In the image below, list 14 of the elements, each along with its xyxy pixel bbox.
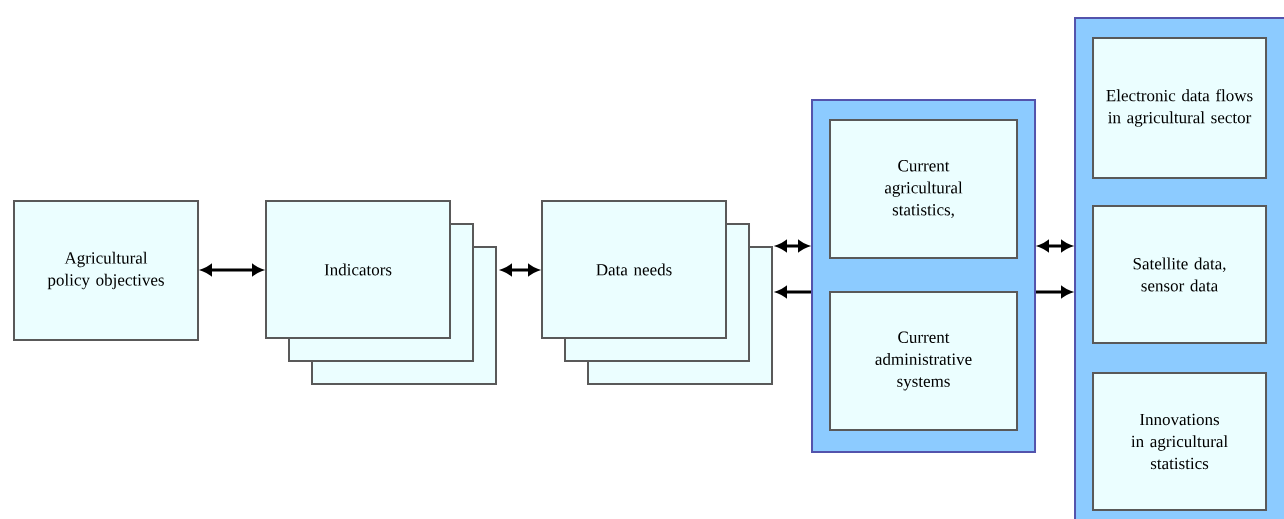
arrow <box>201 264 263 276</box>
stacked-box: Indicators <box>265 200 497 385</box>
process-box: Current agricultural statistics, <box>829 119 1018 259</box>
arrow <box>776 286 811 298</box>
stacked-box: Data needs <box>541 200 773 385</box>
process-box: Agricultural policy objectives <box>13 200 199 341</box>
process-box: Satellite data, sensor data <box>1092 205 1267 344</box>
arrow <box>776 240 809 252</box>
process-box: Innovations in agricultural statistics <box>1092 372 1267 511</box>
arrow <box>1036 286 1072 298</box>
process-box: Current administrative systems <box>829 291 1018 431</box>
process-box: Electronic data flows in agricultural sector <box>1092 37 1267 179</box>
arrow <box>1038 240 1072 252</box>
arrow <box>501 264 539 276</box>
